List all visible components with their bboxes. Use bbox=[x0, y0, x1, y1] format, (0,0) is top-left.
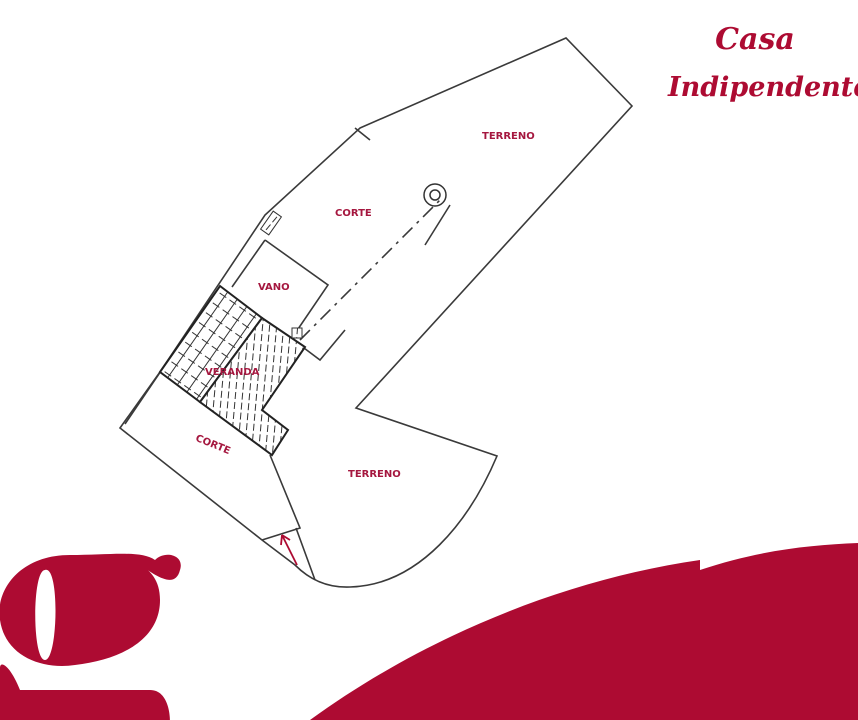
steps-icon bbox=[291, 327, 303, 339]
boundary-inner-edge bbox=[124, 367, 164, 425]
property-boundary bbox=[118, 37, 634, 588]
stairs-icon bbox=[259, 210, 283, 236]
label-corte-bottom: CORTE bbox=[194, 433, 232, 457]
title-line-1: Casa bbox=[715, 22, 795, 57]
well-icon bbox=[423, 183, 447, 207]
label-terreno-bottom: TERRENO bbox=[348, 469, 401, 480]
brand-wave bbox=[310, 543, 858, 720]
label-terreno-top: TERRENO bbox=[482, 131, 535, 142]
title-line-2: Indipendente bbox=[668, 72, 858, 103]
entrance-arrow-icon bbox=[280, 534, 298, 566]
label-vano: VANO bbox=[258, 282, 290, 293]
vano-walls bbox=[231, 239, 330, 333]
brand-logo bbox=[0, 553, 181, 720]
corte-divider bbox=[261, 454, 316, 581]
label-veranda: VERANDA bbox=[205, 367, 260, 378]
veranda-hatch-b bbox=[198, 316, 307, 457]
label-corte-top: CORTE bbox=[335, 208, 372, 219]
